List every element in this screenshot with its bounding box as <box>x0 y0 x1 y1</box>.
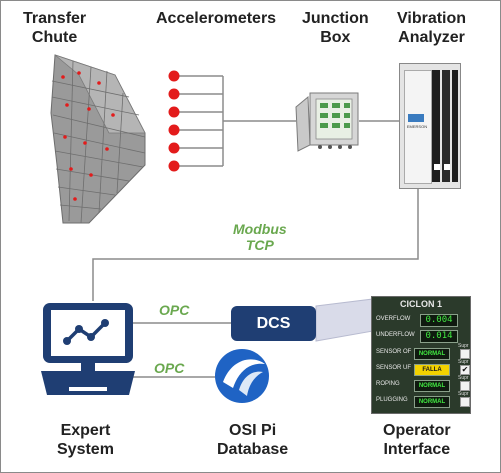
readout-row: UNDERFLOW 0.014 <box>376 330 468 344</box>
accelerometer-dot <box>168 142 180 154</box>
analyzer-brand-label: EMERSON <box>406 124 428 129</box>
opc-pi-label: OPC <box>154 360 185 376</box>
vibration-analyzer-image: EMERSON <box>399 63 461 189</box>
accelerometer-sensors <box>168 70 180 172</box>
supr-checkbox[interactable] <box>460 381 470 391</box>
supr-checkbox[interactable] <box>460 349 470 359</box>
sensor-row: SENSOR UF FALLA Supr ✔ <box>376 359 470 376</box>
sensor-row: ROPING NORMAL Supr <box>376 375 470 393</box>
transfer-chute-image <box>50 54 146 224</box>
sensor-row: PLUGGING NORMAL Supr <box>376 391 470 409</box>
accelerometer-dot <box>168 88 180 100</box>
accelerometer-dot <box>168 70 180 82</box>
opc-dcs-label: OPC <box>159 302 190 318</box>
expert-system-computer-icon <box>41 303 135 395</box>
supr-checkbox[interactable]: ✔ <box>460 365 470 375</box>
junction-box-image <box>295 92 359 152</box>
accelerometer-dot <box>168 124 180 136</box>
operator-interface-panel: CICLON 1 OVERFLOW 0.004 UNDERFLOW 0.014 … <box>371 296 471 414</box>
accelerometer-dot <box>168 160 180 172</box>
accelerometers-title: Accelerometers <box>156 10 277 27</box>
sensor-row: SENSOR OF NORMAL Supr <box>376 343 470 361</box>
dcs-box: DCS <box>231 306 316 341</box>
supr-checkbox[interactable] <box>460 397 470 407</box>
readout-row: OVERFLOW 0.004 <box>376 314 468 328</box>
accelerometer-dot <box>168 106 180 118</box>
panel-title: CICLON 1 <box>399 299 442 309</box>
osi-pi-logo-icon <box>215 349 269 403</box>
